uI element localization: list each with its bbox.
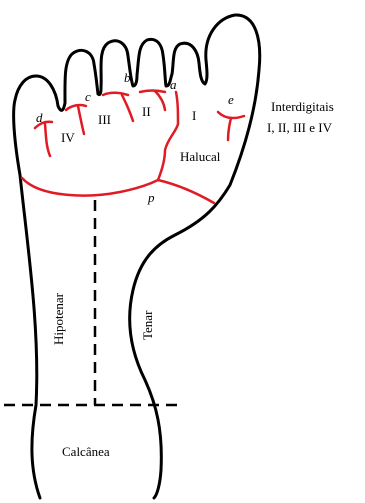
mark-b	[103, 93, 128, 95]
transverse-line-p-right	[158, 180, 214, 203]
mark-d-stem	[45, 124, 50, 156]
dashed-lines	[4, 200, 184, 405]
label-letter-d: d	[36, 110, 43, 125]
label-calcanea: Calcânea	[62, 444, 110, 459]
label-letter-c: c	[85, 89, 91, 104]
mark-a	[140, 91, 165, 93]
label-roman-ii: II	[142, 104, 151, 119]
label-hipotenar: Hipotenar	[51, 292, 66, 345]
label-halucal: Halucal	[180, 149, 221, 164]
foot-outline	[14, 15, 260, 498]
label-letter-p: p	[147, 190, 155, 205]
halucal-inner-line	[176, 92, 178, 124]
label-roman-iii: III	[98, 112, 111, 127]
label-letter-e: e	[228, 92, 234, 107]
mark-c-stem	[78, 106, 84, 134]
mark-e-stem	[228, 118, 231, 140]
label-letter-a: a	[170, 77, 177, 92]
region-boundaries	[22, 91, 244, 204]
label-letter-b: b	[124, 70, 131, 85]
transverse-line-p	[22, 178, 158, 195]
halucal-border	[158, 124, 178, 180]
mark-a-stem	[155, 91, 165, 110]
mark-b-stem	[122, 95, 133, 121]
label-roman-i: I	[192, 108, 196, 123]
label-interdigital-title: Interdigitais	[271, 99, 334, 114]
label-interdigital-list: I, II, III e IV	[267, 120, 333, 135]
label-tenar: Tenar	[140, 310, 155, 340]
mark-c	[66, 105, 86, 110]
label-roman-iv: IV	[61, 130, 75, 145]
